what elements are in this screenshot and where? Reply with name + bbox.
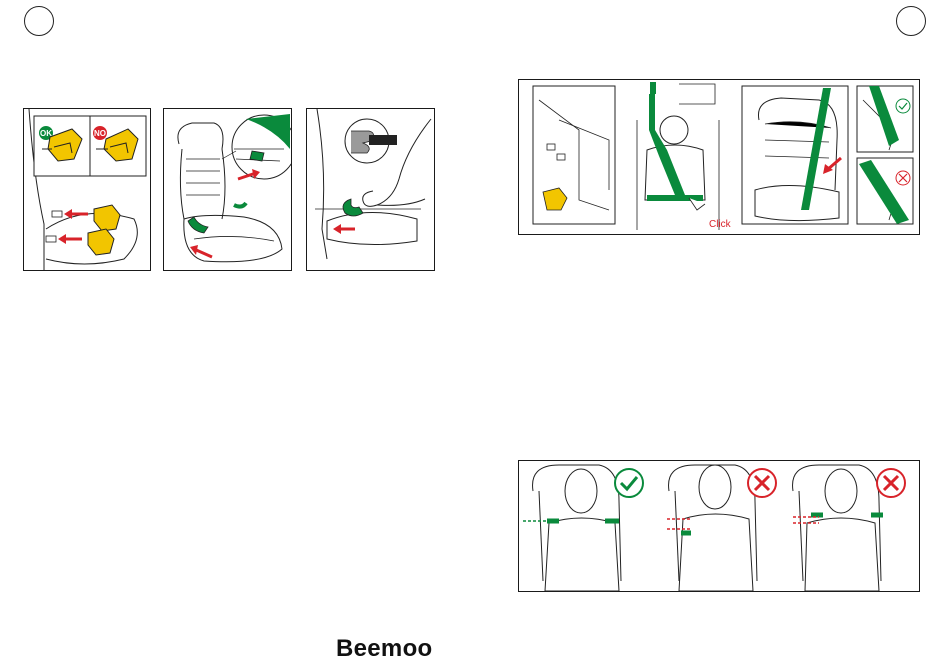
x-circle-icon	[748, 469, 776, 497]
headrest-too-low	[667, 465, 757, 591]
figure-seat-release	[163, 108, 292, 271]
x-circle-icon	[896, 171, 910, 185]
check-circle-icon	[615, 469, 643, 497]
page-number-right	[896, 6, 926, 36]
headrest-too-high	[793, 465, 883, 591]
figure-headrest-height	[518, 460, 920, 592]
figure-isofix-connectors: OK NO	[23, 108, 151, 271]
figure-belt-routing: Click	[518, 79, 920, 235]
figure-hand-release	[306, 108, 435, 271]
x-circle-icon	[877, 469, 905, 497]
check-circle-icon	[896, 99, 910, 113]
no-label: NO	[94, 129, 106, 138]
page-number-left	[24, 6, 54, 36]
brand-logo: Beemoo	[336, 635, 433, 663]
no-badge: NO	[93, 126, 107, 140]
figure-child-belted: Click	[637, 82, 732, 230]
click-label: Click	[709, 219, 732, 230]
headrest-correct	[523, 465, 621, 591]
